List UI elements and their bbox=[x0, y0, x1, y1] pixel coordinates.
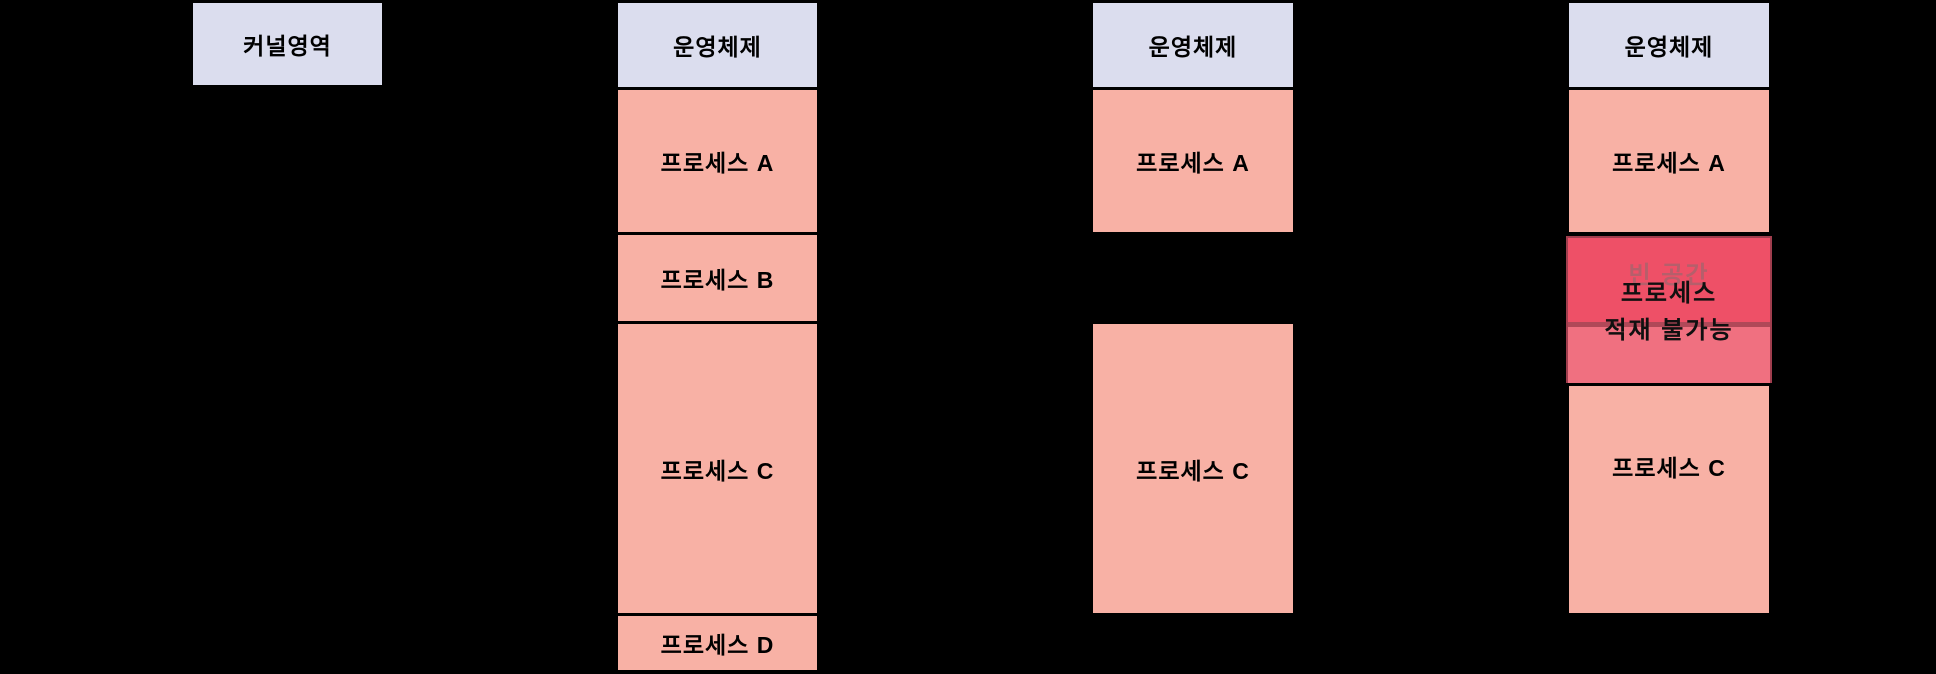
os-box: 운영체제 bbox=[615, 0, 820, 90]
process-b-label: 프로세스 B bbox=[660, 267, 775, 293]
process-a-box: 프로세스 A bbox=[1566, 87, 1772, 235]
process-c-label: 프로세스 C bbox=[1612, 455, 1726, 481]
load-failure-overlay: 빈 공간 프로세스 적재 불가능 bbox=[1566, 236, 1772, 386]
kernel-area-box: 커널영역 bbox=[190, 0, 385, 88]
os-label: 운영체제 bbox=[673, 34, 762, 60]
process-c-label: 프로세스 C bbox=[660, 457, 775, 484]
os-label: 운영체제 bbox=[1624, 34, 1714, 60]
process-b-box: 프로세스 B bbox=[615, 232, 820, 324]
process-c-box: 프로세스 C bbox=[1566, 383, 1772, 616]
process-c-label: 프로세스 C bbox=[1136, 457, 1250, 484]
blocked-text-line1: 프로세스 bbox=[1620, 280, 1718, 307]
kernel-area-label: 커널영역 bbox=[243, 33, 332, 59]
os-label: 운영체제 bbox=[1148, 34, 1238, 60]
process-d-box: 프로세스 D bbox=[615, 613, 820, 673]
process-a-label: 프로세스 A bbox=[660, 150, 775, 176]
process-a-box: 프로세스 A bbox=[615, 87, 820, 235]
process-a-label: 프로세스 A bbox=[1136, 150, 1250, 176]
process-a-label: 프로세스 A bbox=[1612, 150, 1726, 176]
blocked-text-line2: 적재 불가능 bbox=[1604, 317, 1734, 344]
process-c-box: 프로세스 C bbox=[615, 321, 820, 616]
os-box: 운영체제 bbox=[1566, 0, 1772, 90]
process-load-impossible-label: 프로세스 적재 불가능 bbox=[1568, 275, 1770, 349]
process-a-box: 프로세스 A bbox=[1090, 87, 1296, 235]
empty-space-label: 빈 공간 bbox=[1628, 262, 1710, 289]
process-c-box: 프로세스 C bbox=[1090, 321, 1296, 616]
os-box: 운영체제 bbox=[1090, 0, 1296, 90]
process-d-label: 프로세스 D bbox=[660, 632, 775, 658]
